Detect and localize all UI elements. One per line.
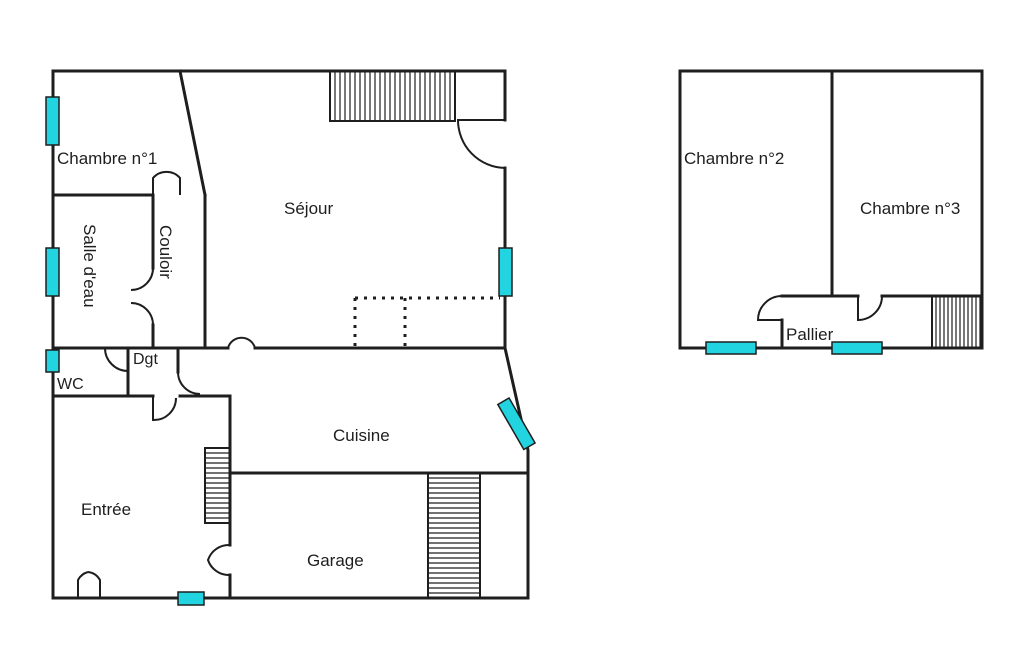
window-chambre1 — [45, 96, 60, 146]
label-pallier: Pallier — [786, 325, 834, 344]
label-couloir: Couloir — [156, 225, 175, 279]
outer-wall-left — [51, 69, 530, 600]
label-cuisine: Cuisine — [333, 426, 390, 445]
kitchen-counter-dotted — [353, 296, 500, 348]
upper-floor: Chambre n°2 Chambre n°3 Pallier — [678, 69, 984, 355]
staircase-sejour — [329, 70, 456, 122]
door-dgt — [152, 371, 201, 422]
ground-floor: Chambre n°1 Séjour Salle d'eau Couloir D… — [45, 69, 537, 606]
door-sejour-top — [456, 119, 506, 169]
label-salle-eau: Salle d'eau — [80, 224, 99, 308]
door-wc — [104, 347, 129, 372]
label-chambre3: Chambre n°3 — [860, 199, 960, 218]
door-chambre2 — [756, 295, 783, 321]
door-couloir-salle — [130, 267, 154, 326]
outer-wall-top — [51, 69, 507, 122]
door-chambre1 — [152, 170, 181, 195]
door-sejour-bottom — [227, 336, 256, 349]
window-chambre2 — [705, 341, 757, 355]
label-chambre2: Chambre n°2 — [684, 149, 784, 168]
door-front — [77, 571, 101, 598]
label-entree: Entrée — [81, 500, 131, 519]
label-wc: WC — [57, 376, 84, 393]
window-wc — [45, 349, 60, 373]
label-chambre1: Chambre n°1 — [57, 149, 157, 168]
label-garage: Garage — [307, 551, 364, 570]
window-cuisine — [496, 396, 537, 451]
window-salle-eau — [45, 247, 60, 297]
staircase-entree — [204, 447, 231, 524]
door-chambre3 — [857, 295, 883, 322]
window-entree — [177, 591, 205, 606]
staircase-upper — [931, 295, 983, 349]
window-sejour — [498, 247, 513, 297]
staircase-garage — [427, 472, 481, 599]
window-pallier — [831, 341, 883, 355]
door-entree-garage — [206, 543, 231, 577]
label-dgt: Dgt — [133, 351, 158, 368]
wall-chambre1-sejour — [178, 69, 207, 197]
label-sejour: Séjour — [284, 199, 333, 218]
